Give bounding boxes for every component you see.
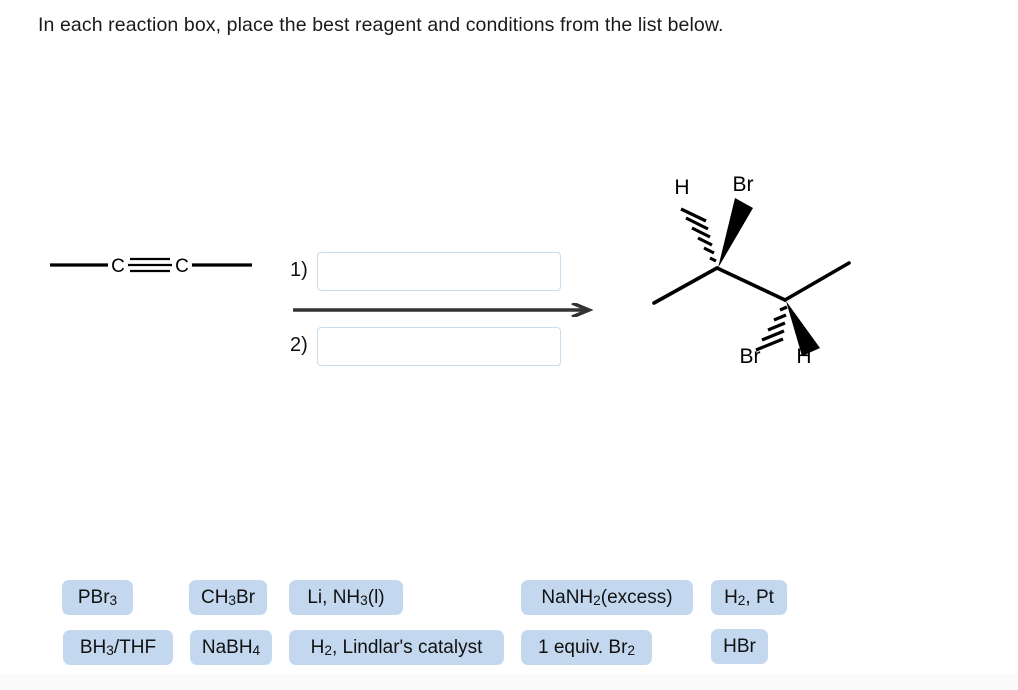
reagent-chip-hbr[interactable]: HBr (711, 629, 768, 664)
reaction-conditions-group: 1) 2) (290, 195, 595, 366)
reaction-arrow (293, 301, 594, 319)
product-label-br-bottom: Br (740, 345, 761, 368)
reactant-alkyne-structure: C C (40, 235, 280, 295)
reactant-carbon-right-label: C (175, 256, 189, 277)
product-label-br-top: Br (733, 173, 754, 196)
solid-wedge-h-bottom (786, 301, 820, 356)
page-title: In each reaction box, place the best rea… (38, 14, 724, 36)
step-2-label: 2) (290, 334, 308, 356)
reaction-scheme: C C 1) 2) (0, 150, 1018, 380)
product-label-h-bottom: H (796, 345, 811, 368)
hash-wedge-br-bottom (755, 305, 788, 352)
reaction-step-1: 1) (290, 251, 580, 291)
reagent-drop-box-2[interactable] (317, 326, 561, 366)
reactant-carbon-left-label: C (111, 256, 125, 277)
product-label-h-top: H (674, 176, 689, 199)
solid-wedge-br-top (718, 198, 753, 268)
reagent-drop-box-1[interactable] (317, 251, 561, 291)
reaction-step-2: 2) (290, 326, 580, 366)
bottom-strip (0, 674, 1018, 690)
hash-wedge-h-top (680, 207, 717, 263)
step-1-label: 1) (290, 259, 308, 281)
product-dibromide-structure: H Br Br H (640, 160, 870, 370)
